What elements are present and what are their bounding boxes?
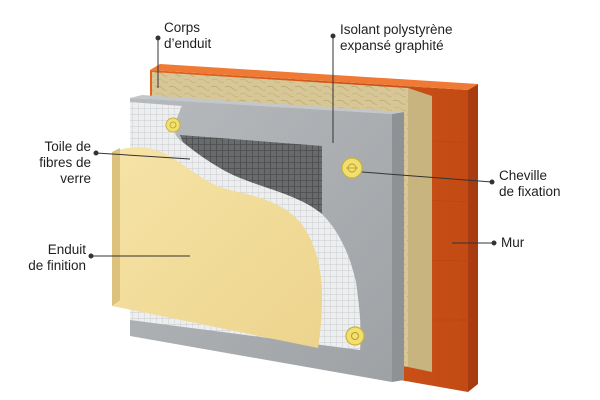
label-line: Corps	[164, 20, 201, 35]
label-line: Enduit	[47, 242, 86, 257]
anchor-icon	[345, 326, 365, 346]
enduit-finition-layer	[112, 147, 322, 348]
label-toile: Toile de fibres de verre	[10, 139, 91, 187]
label-line: verre	[60, 171, 91, 186]
label-line: Toile de	[44, 139, 91, 154]
label-line: Isolant polystyrène	[340, 22, 453, 37]
label-line: Cheville	[499, 168, 548, 183]
label-line: Mur	[501, 235, 525, 250]
anchor-icon	[165, 117, 181, 133]
label-mur: Mur	[501, 235, 524, 251]
label-corps-enduit: Corps d’enduit	[164, 20, 211, 52]
label-line: d’enduit	[164, 36, 212, 51]
label-line: de finition	[28, 258, 86, 273]
label-line: expansé graphité	[340, 38, 444, 53]
label-isolant: Isolant polystyrène expansé graphité	[340, 22, 453, 54]
leader-lines	[88, 33, 497, 259]
label-enduit-finition: Enduit de finition	[6, 242, 86, 274]
label-line: fibres de	[39, 155, 91, 170]
label-line: de fixation	[499, 184, 561, 199]
anchor-icon	[341, 157, 363, 179]
label-cheville: Cheville de fixation	[499, 168, 561, 200]
